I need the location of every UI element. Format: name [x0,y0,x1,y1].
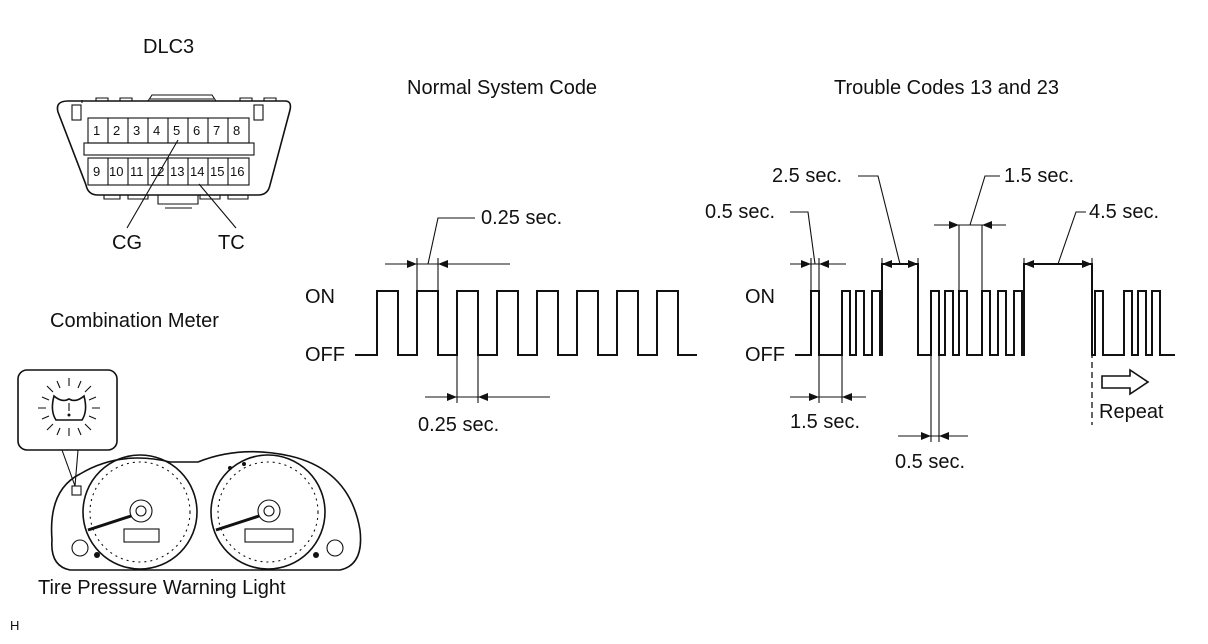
trouble-dim-4-5: 4.5 sec. [1089,201,1159,223]
dlc3-section: DLC3 [56,36,292,254]
trouble-on-label: ON [745,286,775,308]
meter-title: Combination Meter [50,310,219,332]
pin-6: 6 [193,123,200,138]
pin-8: 8 [233,123,240,138]
pin-15: 15 [210,164,224,179]
trouble-code-section: Trouble Codes 13 and 23 ON OFF 0.5 sec. … [705,77,1175,473]
pin-11: 11 [130,164,144,179]
pin-7: 7 [213,123,220,138]
trouble-title: Trouble Codes 13 and 23 [834,77,1059,99]
trouble-dim-1-5-top: 1.5 sec. [1004,165,1074,187]
dlc3-title: DLC3 [143,36,194,58]
trouble-dim-2-5: 2.5 sec. [772,165,842,187]
normal-bottom-dim: 0.25 sec. [418,414,499,436]
normal-off-label: OFF [305,344,345,366]
pin-12: 12 [150,164,164,179]
pin-10: 10 [109,164,123,179]
pin-16: 16 [230,164,244,179]
tire-pressure-warning-icon [38,378,100,436]
pin-14: 14 [190,164,204,179]
normal-on-label: ON [305,286,335,308]
cg-label: CG [112,232,142,254]
trouble-dim-0-5-top: 0.5 sec. [705,201,775,223]
normal-code-section: Normal System Code ON OFF 0.25 sec. 0.25… [305,77,697,436]
pin-13: 13 [170,164,184,179]
pin-1: 1 [93,123,100,138]
warning-callout [17,369,118,451]
combination-meter-section: Combination Meter [17,310,362,599]
pin-2: 2 [113,123,120,138]
cg-leader [126,139,179,229]
pin-4: 4 [153,123,160,138]
normal-code-waveform [355,290,697,356]
pin-3: 3 [133,123,140,138]
repeat-label: Repeat [1099,401,1164,423]
corner-mark: H [10,618,19,633]
normal-title: Normal System Code [407,77,597,99]
tc-leader [198,183,237,229]
combination-meter-icon [50,450,362,571]
repeat-arrow-icon [1101,368,1150,396]
dlc3-connector-icon [56,94,292,209]
normal-top-dim: 0.25 sec. [481,207,562,229]
pin-9: 9 [93,164,100,179]
meter-caption: Tire Pressure Warning Light [38,577,286,599]
tc-label: TC [218,232,245,254]
trouble-dim-0-5-bottom: 0.5 sec. [895,451,965,473]
trouble-dim-1-5-bottom: 1.5 sec. [790,411,860,433]
trouble-code-waveform [795,263,1175,356]
pin-5: 5 [173,123,180,138]
trouble-off-label: OFF [745,344,785,366]
